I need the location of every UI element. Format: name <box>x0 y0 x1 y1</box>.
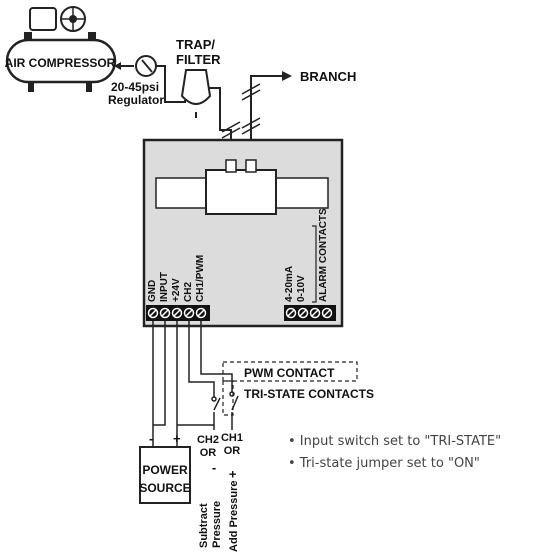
right-terminal-labels: 4-20mA 0-10V ALARM CONTACTS <box>284 208 329 303</box>
filter-label: FILTER <box>176 52 221 67</box>
valve-body <box>205 169 277 215</box>
terminal-label-gnd: GND <box>147 280 158 302</box>
power-plus: + <box>173 431 181 446</box>
trap-filter <box>180 69 212 118</box>
branch-label: BRANCH <box>300 69 356 84</box>
ch1-label: CH1 <box>221 432 243 444</box>
note-input-switch: • Input switch set to "TRI-STATE" <box>288 434 501 449</box>
tristate-contact-box <box>222 380 234 416</box>
ch1-or-label: OR <box>224 445 241 457</box>
source-label: SOURCE <box>139 481 190 495</box>
wiring <box>152 321 233 447</box>
pwm-contact-box <box>222 361 358 382</box>
add-pressure-label: Add Pressure <box>228 480 240 552</box>
right-terminal-block <box>284 305 336 321</box>
terminal-label-0-10v: 0-10V <box>296 275 307 302</box>
arrow-left-icon <box>114 62 121 70</box>
left-terminal-block <box>146 305 210 321</box>
terminal-label-ch1-pwm: CH1/PWM <box>195 255 206 302</box>
power-source <box>139 446 191 504</box>
power-label: POWER <box>142 463 188 477</box>
terminal-label-input: INPUT <box>159 272 170 302</box>
arrow-right-icon <box>282 71 292 81</box>
subtract-sign: - <box>212 460 216 475</box>
air-compressor: AIR COMPRESSOR <box>5 6 117 92</box>
pressure-label: Pressure <box>211 501 223 548</box>
subtract-label: Subtract <box>198 503 210 548</box>
ch2-label: CH2 <box>197 434 219 446</box>
note-tristate-jumper: • Tri-state jumper set to "ON" <box>288 456 480 471</box>
terminal-label-24v: +24V <box>171 278 182 302</box>
switch-contacts <box>211 391 239 411</box>
terminal-label-alarm: ALARM CONTACTS <box>318 208 329 302</box>
pwm-contact-label: PWM CONTACT <box>244 366 335 380</box>
terminal-label-4-20ma: 4-20mA <box>284 266 295 302</box>
regulator-value: 20-45psi <box>111 80 159 94</box>
add-sign: + <box>225 470 240 478</box>
trap-label: TRAP/ <box>176 37 215 52</box>
ch2-or-label: OR <box>200 447 217 459</box>
power-minus: - <box>149 431 153 446</box>
left-terminal-labels: GND INPUT +24V CH2 CH1/PWM <box>147 255 206 302</box>
tristate-contacts-label: TRI-STATE CONTACTS <box>244 387 374 401</box>
terminal-label-ch2: CH2 <box>183 282 194 302</box>
compressor-label: AIR COMPRESSOR <box>5 56 116 70</box>
pressure-gauge-icon <box>135 55 157 77</box>
regulator-label: Regulator <box>108 93 164 107</box>
